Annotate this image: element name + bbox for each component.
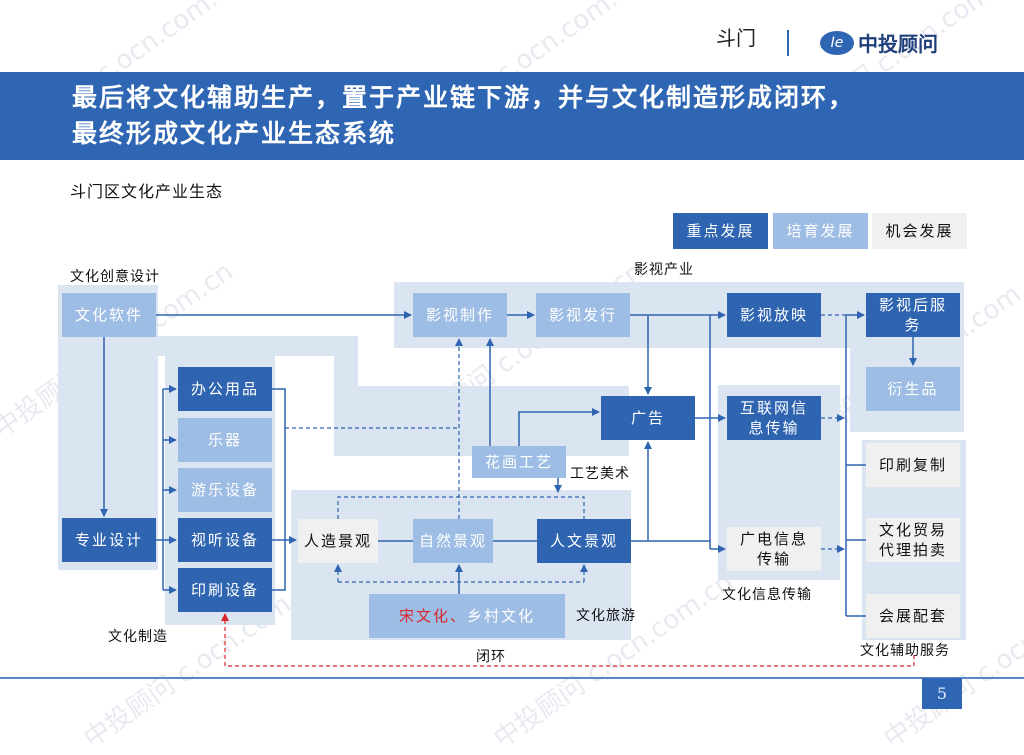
region-manufacturing-top: [158, 336, 358, 356]
group-label-creative-design: 文化创意设计: [70, 269, 160, 285]
node-film-after-service: 影视后服 务: [866, 293, 960, 337]
doumen-logo-text: 斗门: [716, 26, 756, 50]
node-song-culture: 宋文化、: [398, 607, 467, 625]
title-line-2: 最终形成文化产业生态系统: [72, 119, 397, 148]
group-label-film-industry: 影视产业: [634, 262, 694, 278]
page-number: 5: [936, 684, 948, 703]
node-exhibition-support: 会展配套: [866, 594, 960, 638]
node-internet-info: 互联网信 息传输: [727, 396, 821, 440]
node-natural-landscape: 自然景观: [413, 519, 493, 563]
diagram-subtitle: 斗门区文化产业生态: [70, 182, 224, 201]
legend-cultivate-development: 培育发展: [773, 213, 868, 249]
node-office-supplies: 办公用品: [178, 367, 272, 411]
brand-logo-icon: Ie: [820, 30, 854, 55]
group-label-manufacturing: 文化制造: [108, 629, 168, 645]
closed-loop-label: 闭环: [476, 649, 506, 665]
node-film-distribution: 影视发行: [536, 293, 630, 337]
doumen-logo: 斗门: [716, 22, 764, 58]
node-song-rural-culture: 宋文化、 乡村文化: [369, 594, 565, 638]
group-label-arts-crafts: 工艺美术: [570, 466, 630, 482]
node-amusement-equipment: 游乐设备: [178, 468, 272, 512]
node-derivatives: 衍生品: [866, 367, 960, 411]
node-professional-design: 专业设计: [62, 518, 156, 562]
legend-key-development: 重点发展: [673, 213, 768, 249]
node-internet-info-line2: 息传输: [748, 419, 800, 437]
brand-logo: Ie 中投顾问: [820, 28, 938, 57]
group-label-tourism: 文化旅游: [576, 608, 636, 624]
node-trade-auction-line2: 代理拍卖: [878, 541, 947, 559]
node-rural-culture: 乡村文化: [467, 607, 536, 625]
group-label-aux-services: 文化辅助服务: [860, 643, 950, 659]
node-culture-software: 文化软件: [62, 293, 156, 337]
node-print-reproduction: 印刷复制: [866, 443, 960, 487]
header-divider: [787, 30, 789, 56]
brand-name: 中投顾问: [858, 32, 938, 56]
group-label-info-transmission: 文化信息传输: [722, 587, 812, 603]
node-cultural-landscape: 人文景观: [537, 519, 631, 563]
node-film-after-service-line1: 影视后服: [878, 296, 947, 314]
node-advertising: 广告: [601, 396, 695, 440]
node-film-production: 影视制作: [413, 293, 507, 337]
node-trade-auction-line1: 文化贸易: [878, 521, 947, 539]
legend-opportunity-development: 机会发展: [872, 213, 967, 249]
node-av-equipment: 视听设备: [178, 518, 272, 562]
node-artificial-landscape: 人造景观: [298, 519, 378, 563]
page-number-badge: 5: [922, 678, 962, 709]
node-instruments: 乐器: [178, 418, 272, 462]
node-film-screening: 影视放映: [727, 293, 821, 337]
node-film-after-service-line2: 务: [904, 316, 922, 334]
node-internet-info-line1: 互联网信: [739, 399, 808, 417]
node-broadcast-info-line2: 传输: [756, 550, 791, 568]
node-trade-auction: 文化贸易 代理拍卖: [866, 518, 960, 562]
page-title: 最后将文化辅助生产，置于产业链下游，并与文化制造形成闭环， 最终形成文化产业生态…: [72, 80, 855, 152]
node-printing-equipment: 印刷设备: [178, 568, 272, 612]
node-painting-crafts: 花画工艺: [472, 446, 566, 478]
title-line-1: 最后将文化辅助生产，置于产业链下游，并与文化制造形成闭环，: [72, 83, 856, 112]
node-broadcast-info: 广电信息 传输: [727, 527, 821, 571]
node-broadcast-info-line1: 广电信息: [739, 530, 808, 548]
footer-rule: [0, 677, 1024, 679]
title-bar: [0, 72, 1024, 160]
